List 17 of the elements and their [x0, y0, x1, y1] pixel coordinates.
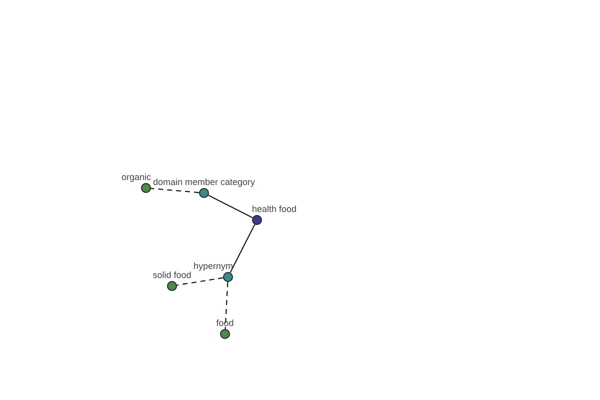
connector [230, 224, 256, 274]
graph-node [152, 270, 192, 291]
node-label: health food [252, 204, 297, 214]
node-label: food [216, 318, 234, 328]
graph-node [152, 177, 256, 198]
dashed-connector [224, 282, 228, 330]
node-label: solid food [152, 270, 192, 280]
node-label: hypernym [193, 261, 233, 271]
graph-node [121, 172, 151, 193]
graph-node [193, 261, 233, 282]
node-label: domain member category [152, 177, 256, 187]
dashed-connector [150, 188, 200, 194]
graph-node [216, 318, 234, 339]
graph-node [252, 204, 297, 225]
node-label: organic [121, 172, 151, 182]
dashed-connector [176, 277, 224, 286]
connector [208, 194, 254, 218]
